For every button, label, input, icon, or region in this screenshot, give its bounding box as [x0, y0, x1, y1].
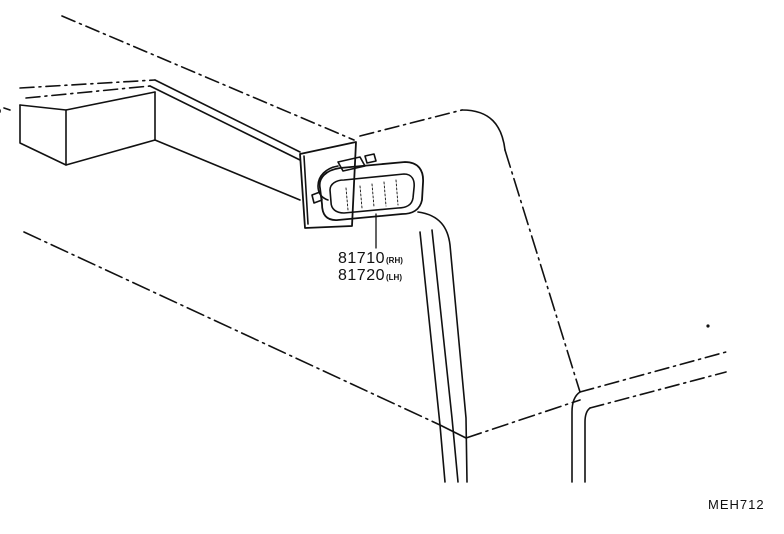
socket-wire: [317, 165, 339, 201]
socket-body: [337, 156, 366, 172]
block-side: [154, 139, 301, 201]
right-frame-corner-inner: [584, 407, 591, 483]
right-frame-top: [579, 351, 727, 393]
lamp-housing: [318, 161, 424, 221]
roof-edge-phantom: [61, 15, 355, 141]
lens-rib-2: [371, 183, 375, 208]
side-suffix-rh: (RH): [386, 256, 403, 265]
pillar-right: [417, 211, 468, 483]
upper-ledge-inner: [25, 85, 151, 99]
mounting-plate-edge: [303, 155, 309, 225]
part-number-callout-rh: 81710(RH): [338, 251, 403, 267]
pillar-outer-left: [419, 231, 446, 483]
lens-rib-5: [345, 187, 349, 211]
panel-right-edge: [504, 149, 581, 393]
upper-ledge-front: [19, 79, 156, 89]
pillar-inner-left: [431, 229, 459, 483]
lamp-lens: [329, 173, 415, 214]
body-lower-edge: [23, 231, 441, 426]
sill-inner: [439, 424, 467, 439]
dot-mark: [706, 324, 710, 328]
socket-tab: [364, 153, 377, 164]
side-suffix-lh: (LH): [386, 273, 402, 282]
right-frame-top-2: [589, 371, 727, 409]
right-frame-corner-outer: [571, 391, 581, 483]
part-number-callout-lh: 81720(LH): [338, 268, 402, 284]
block-left: [19, 104, 156, 166]
panel-corner: [461, 109, 506, 151]
upper-ledge-rear: [154, 79, 301, 153]
part-number-rh: 81710: [338, 250, 385, 267]
tick-mark-left: [3, 107, 11, 111]
lens-rib-4: [395, 179, 399, 206]
mounting-plate: [299, 141, 357, 229]
lens-rib-3: [383, 181, 387, 207]
sill-line: [465, 399, 581, 439]
upper-ledge-rear-2: [149, 85, 301, 161]
panel-top-edge: [359, 109, 463, 137]
block-top: [19, 91, 156, 111]
lens-rib-1: [359, 185, 363, 209]
diagram-reference-code: MEH712: [708, 497, 765, 512]
part-number-lh: 81720: [338, 267, 385, 284]
wire-clip: [311, 191, 323, 204]
